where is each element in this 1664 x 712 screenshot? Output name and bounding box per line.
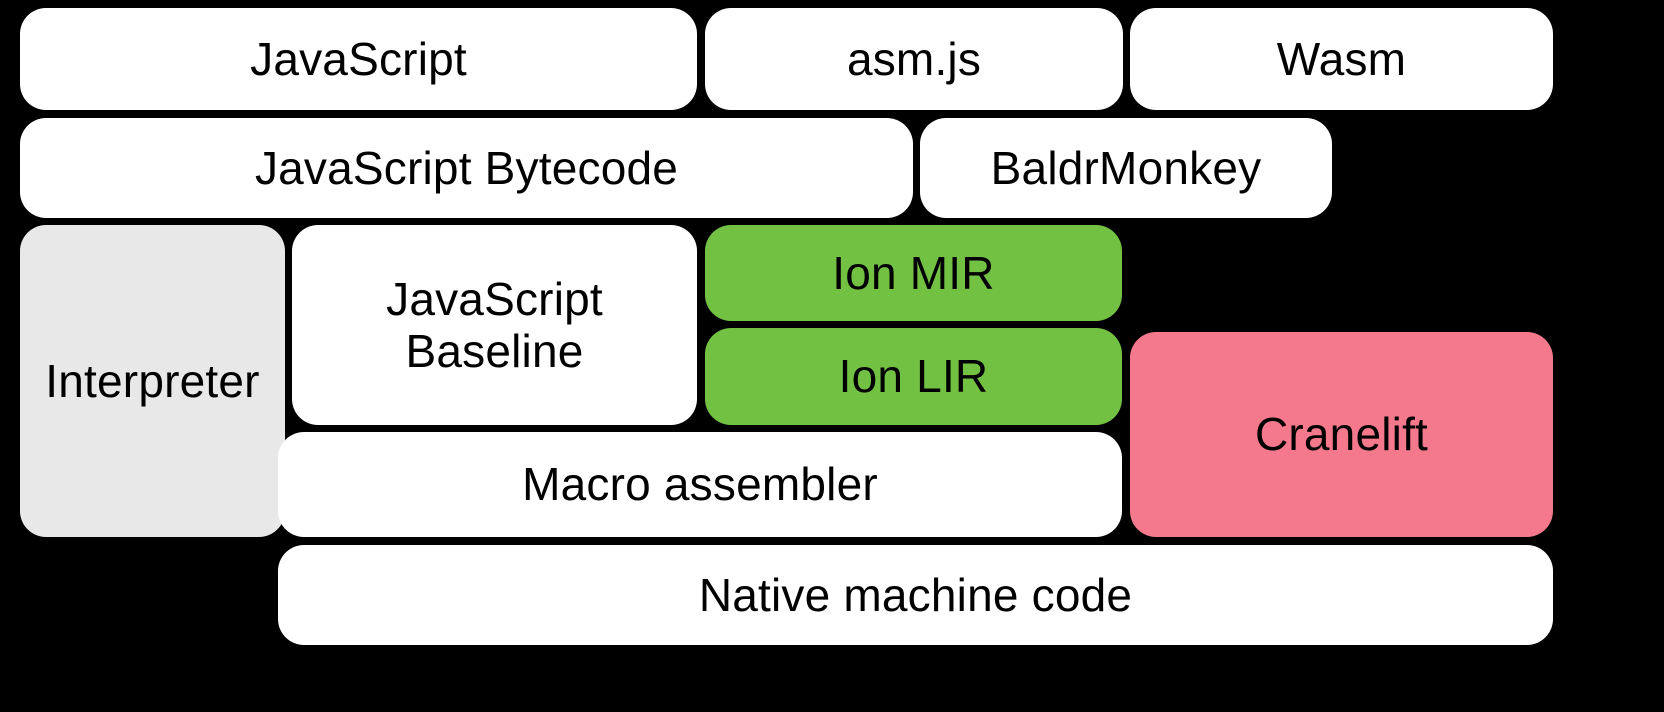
node-interpreter[interactable]: Interpreter (20, 225, 285, 537)
node-macro-assembler[interactable]: Macro assembler (278, 432, 1122, 537)
node-javascript[interactable]: JavaScript (20, 8, 697, 110)
node-ion-lir[interactable]: Ion LIR (705, 328, 1122, 425)
node-javascript-bytecode[interactable]: JavaScript Bytecode (20, 118, 913, 218)
node-javascript-baseline[interactable]: JavaScript Baseline (292, 225, 697, 425)
node-wasm[interactable]: Wasm (1130, 8, 1553, 110)
node-cranelift[interactable]: Cranelift (1130, 332, 1553, 537)
node-native-machine-code[interactable]: Native machine code (278, 545, 1553, 645)
node-ion-mir[interactable]: Ion MIR (705, 225, 1122, 321)
node-asm-js[interactable]: asm.js (705, 8, 1123, 110)
node-baldrmonkey[interactable]: BaldrMonkey (920, 118, 1332, 218)
